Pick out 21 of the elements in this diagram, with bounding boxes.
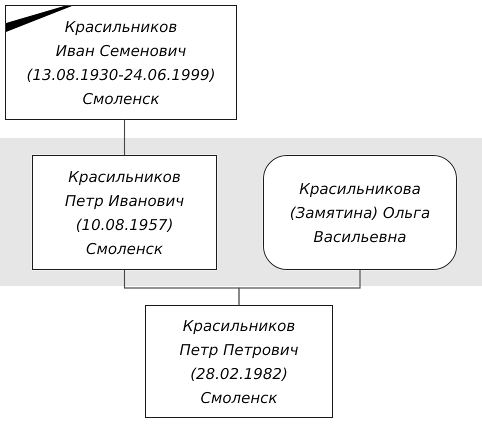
person-text: (10.08.1957)	[76, 214, 174, 236]
person-text: Петр Петрович	[180, 340, 298, 360]
person-text: Красильников	[68, 166, 181, 188]
spouse-box	[263, 155, 457, 270]
person-text: Васильевна	[314, 226, 406, 248]
person-text: (13.08.1930-24.06.1999)	[26, 64, 216, 86]
person-text: Иван Семенович	[56, 40, 186, 62]
person-text: Смоленск	[86, 238, 163, 260]
connector-line	[124, 120, 126, 155]
person-text: Смоленск	[82, 88, 160, 110]
person-text: (Замятина) Ольга	[290, 202, 430, 224]
person-box	[145, 305, 333, 418]
person-text: (28.02.1982)	[190, 364, 288, 384]
person-text: Красильников	[182, 316, 296, 336]
person-text: Смоленск	[200, 388, 278, 408]
person-box	[5, 5, 237, 120]
person-text: Красильникова	[299, 178, 421, 200]
person-text: Красильников	[64, 16, 178, 38]
person-text: Петр Иванович	[64, 190, 184, 212]
connector-line	[238, 270, 361, 305]
person-box	[32, 155, 217, 270]
